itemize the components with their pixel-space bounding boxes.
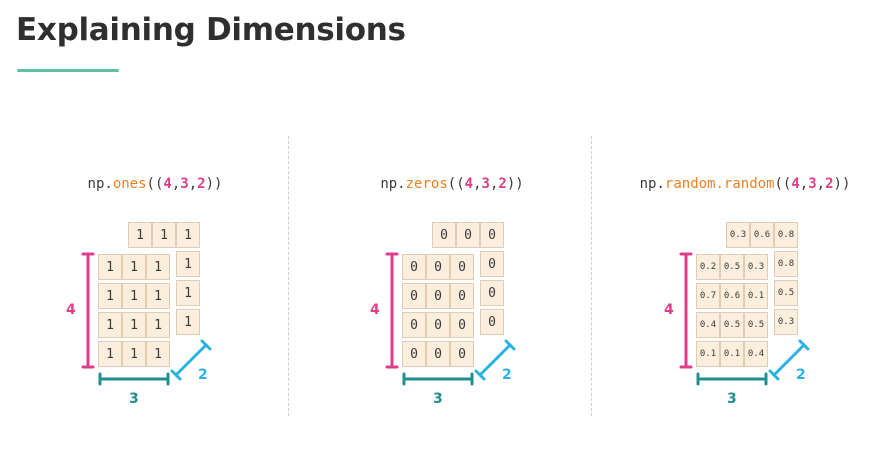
front-layer-cell: 1: [122, 283, 146, 309]
front-layer-cell: 0: [450, 312, 474, 338]
depth-bracket-cap: [200, 339, 212, 351]
depth-bracket-cap: [504, 339, 516, 351]
depth-bracket-cap: [768, 369, 780, 381]
depth-bracket-line: [772, 343, 806, 377]
rows-dimension-label: 4: [370, 301, 380, 318]
back-layer-cell: 1: [152, 222, 176, 248]
front-layer-cell: 0: [402, 341, 426, 367]
back-layer-cell: 1: [176, 251, 200, 277]
depth-bracket-cap: [170, 369, 182, 381]
cols-dimension-label: 3: [129, 391, 139, 407]
back-layer-cell: 1: [176, 222, 200, 248]
depth-bracket-line: [174, 343, 208, 377]
front-layer-cell: 1: [98, 254, 122, 280]
front-layer-cell: 0: [450, 283, 474, 309]
depth-dimension-label: 2: [796, 367, 806, 383]
depth-dimension-label: 2: [502, 367, 512, 383]
rows-dimension-label: 4: [664, 301, 674, 318]
front-layer-cell: 0.1: [720, 341, 744, 367]
front-layer-cell: 0.5: [744, 312, 768, 338]
column-divider: [288, 136, 289, 416]
code-expression: np.ones((4,3,2)): [87, 176, 223, 192]
front-layer-cell: 0.2: [696, 254, 720, 280]
dimension-markers: [81, 252, 212, 386]
cols-dimension-label: 3: [433, 391, 443, 407]
front-layer-cell: 0.3: [744, 254, 768, 280]
front-layer-cell: 0: [426, 283, 450, 309]
front-layer-cell: 0.5: [720, 312, 744, 338]
page-title: Explaining Dimensions: [16, 12, 406, 48]
back-layer-cell: 0: [480, 222, 504, 248]
back-layer-cell: 0: [480, 280, 504, 306]
front-layer-cell: 0: [402, 283, 426, 309]
front-layer-cell: 0.5: [720, 254, 744, 280]
front-layer-cell: 0.4: [696, 312, 720, 338]
front-layer-cell: 0: [450, 341, 474, 367]
code-expression: np.zeros((4,3,2)): [380, 176, 524, 192]
front-layer-cell: 0.6: [720, 283, 744, 309]
back-layer-cell: 1: [128, 222, 152, 248]
depth-bracket-line: [478, 343, 512, 377]
depth-bracket-cap: [474, 369, 486, 381]
dimension-markers: [679, 252, 810, 386]
back-layer-cell: 1: [176, 280, 200, 306]
back-layer-cell: 0.8: [774, 222, 798, 248]
front-layer-cell: 0: [426, 312, 450, 338]
title-underline: [17, 69, 119, 72]
front-layer-cell: 1: [146, 283, 170, 309]
code-expression: np.random.random((4,3,2)): [639, 176, 851, 192]
back-layer-cell: 0: [480, 309, 504, 335]
back-layer-cell: 0.3: [774, 309, 798, 335]
front-layer-cell: 1: [146, 312, 170, 338]
front-layer-cell: 0.7: [696, 283, 720, 309]
back-layer-cell: 1: [176, 309, 200, 335]
depth-dimension-label: 2: [198, 367, 208, 383]
back-layer-cell: 0: [480, 251, 504, 277]
front-layer-cell: 1: [146, 341, 170, 367]
back-layer-cell: 0: [432, 222, 456, 248]
dimension-markers: [385, 252, 516, 386]
front-layer-cell: 1: [146, 254, 170, 280]
front-layer-cell: 0.1: [744, 283, 768, 309]
front-layer-cell: 0: [450, 254, 474, 280]
front-layer-cell: 1: [98, 341, 122, 367]
front-layer-cell: 0: [402, 312, 426, 338]
back-layer-cell: 0.3: [726, 222, 750, 248]
back-layer-cell: 0.5: [774, 280, 798, 306]
front-layer-cell: 1: [122, 254, 146, 280]
front-layer-cell: 0: [426, 254, 450, 280]
rows-dimension-label: 4: [66, 301, 76, 318]
front-layer-cell: 0: [402, 254, 426, 280]
front-layer-cell: 1: [98, 312, 122, 338]
front-layer-cell: 1: [122, 312, 146, 338]
front-layer-cell: 0.4: [744, 341, 768, 367]
front-layer-cell: 1: [122, 341, 146, 367]
back-layer-cell: 0.6: [750, 222, 774, 248]
cols-dimension-label: 3: [727, 391, 737, 407]
depth-bracket-cap: [798, 339, 810, 351]
back-layer-cell: 0: [456, 222, 480, 248]
column-divider: [591, 136, 592, 416]
front-layer-cell: 1: [98, 283, 122, 309]
front-layer-cell: 0.1: [696, 341, 720, 367]
back-layer-cell: 0.8: [774, 251, 798, 277]
front-layer-cell: 0: [426, 341, 450, 367]
